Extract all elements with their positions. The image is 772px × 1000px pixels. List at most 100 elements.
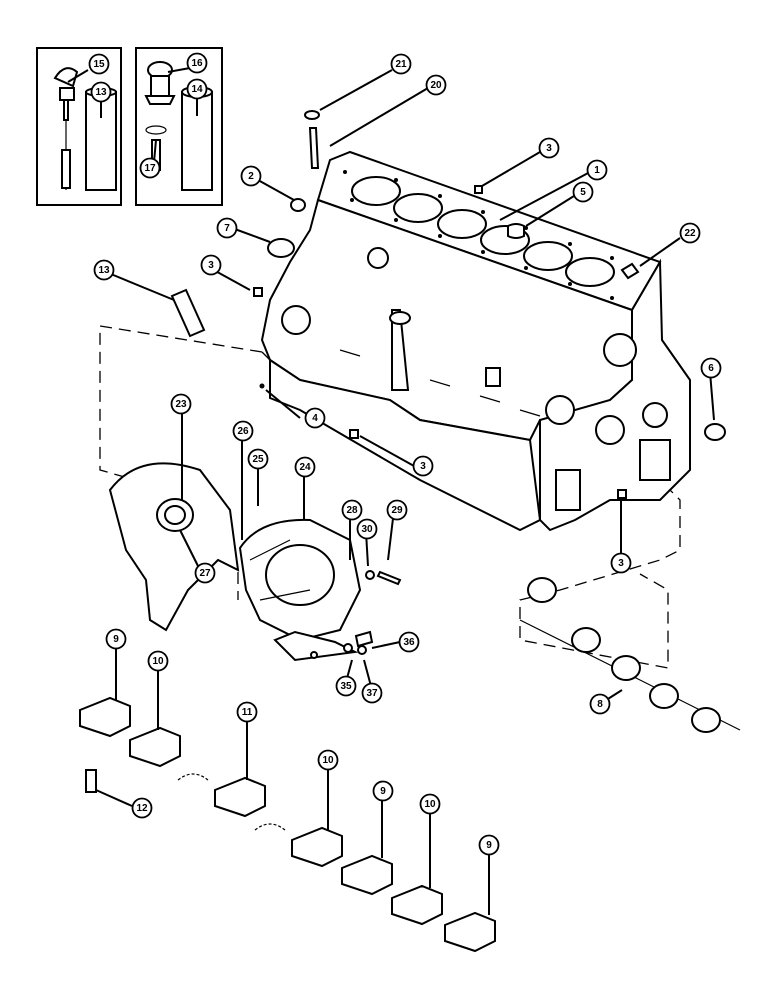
callout-c16: 16 (186, 52, 208, 74)
callout-circle (131, 797, 153, 819)
callout-circle (232, 420, 254, 442)
dipstick-inset-left (36, 47, 122, 206)
timing-gasket (108, 462, 240, 632)
callout-number: 14 (191, 84, 203, 95)
callout-number: 6 (708, 363, 714, 374)
small-parts (170, 110, 726, 499)
callout-circle (390, 53, 412, 75)
callout-number: 35 (340, 681, 352, 692)
cam-bushings (519, 577, 741, 733)
callout-number: 30 (361, 524, 373, 535)
callout-c12: 12 (131, 797, 153, 819)
callout-circle (147, 650, 169, 672)
callout-c20: 20 (425, 74, 447, 96)
callout-c10b: 10 (317, 749, 339, 771)
callout-number: 25 (252, 454, 264, 465)
engine-block (260, 150, 691, 532)
callout-c25: 25 (247, 448, 269, 470)
callout-c3b: 3 (200, 254, 222, 276)
callout-circle (105, 628, 127, 650)
callout-number: 10 (424, 799, 436, 810)
callout-number: 2 (248, 171, 254, 182)
callout-number: 27 (199, 568, 211, 579)
callout-c22: 22 (679, 222, 701, 244)
main-bearing-caps (79, 696, 496, 953)
callout-number: 1 (594, 165, 600, 176)
callout-c23: 23 (170, 393, 192, 415)
callout-number: 9 (380, 786, 386, 797)
callout-c8: 8 (589, 693, 611, 715)
callout-c15: 15 (88, 53, 110, 75)
callout-c13b: 13 (93, 259, 115, 281)
callout-c9b: 9 (372, 780, 394, 802)
callout-c7: 7 (216, 217, 238, 239)
callout-number: 15 (93, 59, 105, 70)
callout-c35: 35 (335, 675, 357, 697)
callout-circle (304, 407, 326, 429)
callout-number: 23 (175, 399, 187, 410)
dashed-boundary (99, 325, 681, 669)
callout-number: 10 (322, 755, 334, 766)
callout-number: 4 (312, 413, 318, 424)
callout-number: 13 (95, 87, 107, 98)
callout-number: 24 (299, 462, 311, 473)
callout-c10a: 10 (147, 650, 169, 672)
callout-circle (372, 780, 394, 802)
callout-circle (88, 53, 110, 75)
callout-c3d: 3 (610, 552, 632, 574)
callout-c5: 5 (572, 181, 594, 203)
callout-circle (425, 74, 447, 96)
callout-number: 10 (152, 656, 164, 667)
callout-c1: 1 (586, 159, 608, 181)
callout-c3a: 3 (538, 137, 560, 159)
callout-circle (700, 357, 722, 379)
callout-circle (186, 78, 208, 100)
callout-c9c: 9 (478, 834, 500, 856)
callout-circle (194, 562, 216, 584)
callout-c21: 21 (390, 53, 412, 75)
callout-number: 36 (403, 637, 415, 648)
callout-c36: 36 (398, 631, 420, 653)
callout-circle (572, 181, 594, 203)
callout-c37: 37 (361, 682, 383, 704)
callout-circle (412, 455, 434, 477)
callout-c28: 28 (341, 499, 363, 521)
callout-c11: 11 (236, 701, 258, 723)
callout-circle (247, 448, 269, 470)
callout-c6: 6 (700, 357, 722, 379)
callout-circle (335, 675, 357, 697)
head-bolt-holes (343, 170, 614, 300)
callout-circle (398, 631, 420, 653)
callout-circle (386, 499, 408, 521)
callout-number: 3 (618, 558, 624, 569)
timing-cover (238, 518, 362, 662)
callout-c9a: 9 (105, 628, 127, 650)
callout-c4: 4 (304, 407, 326, 429)
cover-bolts (310, 570, 402, 659)
callout-number: 5 (580, 187, 586, 198)
callout-number: 16 (191, 58, 203, 69)
callout-c26: 26 (232, 420, 254, 442)
callout-c14: 14 (186, 78, 208, 100)
callout-c17: 17 (139, 157, 161, 179)
callout-circle (186, 52, 208, 74)
leader-lines (67, 67, 715, 915)
callout-circle (200, 254, 222, 276)
callout-number: 3 (208, 260, 214, 271)
callout-number: 3 (420, 461, 426, 472)
callout-number: 9 (486, 840, 492, 851)
callout-c27: 27 (194, 562, 216, 584)
callout-number: 26 (237, 426, 249, 437)
callout-c29: 29 (386, 499, 408, 521)
callout-number: 37 (366, 688, 378, 699)
callout-circle (236, 701, 258, 723)
callout-circle (679, 222, 701, 244)
callout-circle (478, 834, 500, 856)
callout-circle (93, 259, 115, 281)
callout-circle (356, 518, 378, 540)
callout-number: 17 (144, 163, 156, 174)
callout-circle (240, 165, 262, 187)
callout-circle (294, 456, 316, 478)
